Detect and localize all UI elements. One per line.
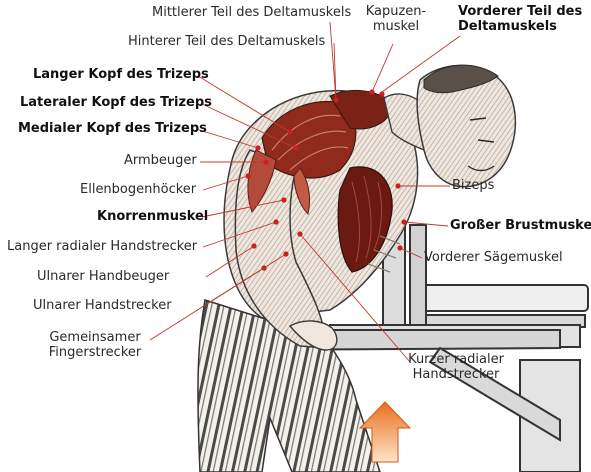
biceps-muscle [293,167,311,215]
label-gemeinsamer-fingerstrecker: Gemeinsamer Fingerstrecker [38,330,152,360]
label-kapuzenmuskel: Kapuzen- muskel [364,4,428,34]
label-bizeps: Bizeps [452,178,495,193]
label-mittlerer-deltamuskel: Mittlerer Teil des Deltamuskels [152,5,352,20]
label-vorderer-saegemuskel: Vorderer Sägemuskel [424,250,563,265]
label-hinterer-deltamuskel: Hinterer Teil des Deltamuskels [128,34,326,49]
label-vorderer-deltamuskel-line2: Deltamuskels [458,19,557,34]
leader-lines [149,21,461,363]
label-kurzer-radialer-handstrecker-line1: Kurzer radialer [408,352,504,367]
label-kurzer-radialer-handstrecker-line2: Handstrecker [412,367,500,382]
hand [288,320,338,351]
label-langer-radialer-handstrecker: Langer radialer Handstrecker [7,239,198,254]
pectoral-fibres [351,175,382,263]
triceps-muscle [247,149,277,213]
label-vorderer-deltamuskel: Vorderer Teil des Deltamuskels [458,4,582,34]
face-features [467,117,495,172]
label-grosser-brustmuskel: Großer Brustmuskel [450,218,591,233]
pectoral-muscle [337,166,393,273]
label-gemeinsamer-fingerstrecker-line2: Fingerstrecker [48,345,142,360]
label-lateraler-kopf-trizeps: Lateraler Kopf des Trizeps [20,95,212,110]
label-gemeinsamer-fingerstrecker-line1: Gemeinsamer [49,330,141,345]
label-vorderer-deltamuskel-line1: Vorderer Teil des [458,4,583,19]
label-armbeuger: Armbeuger [124,153,197,168]
hair [423,64,499,94]
upward-arrow-icon [358,401,412,463]
label-langer-kopf-trizeps: Langer Kopf des Trizeps [33,67,209,82]
label-kapuzenmuskel-line2: muskel [372,19,420,34]
marker-dots [245,89,407,271]
label-ellenbogenhoecker: Ellenbogenhöcker [80,182,197,197]
serratus-lines [367,235,401,273]
deltoid-fibres [271,114,349,171]
label-medialer-kopf-trizeps: Medialer Kopf des Trizeps [18,121,207,136]
label-kapuzenmuskel-line1: Kapuzen- [365,4,427,19]
label-knorrenmuskel: Knorrenmuskel [97,209,209,224]
label-kurzer-radialer-handstrecker: Kurzer radialer Handstrecker [400,352,512,382]
label-ulnarer-handstrecker: Ulnarer Handstrecker [33,298,172,313]
label-ulnarer-handbeuger: Ulnarer Handbeuger [37,269,170,284]
